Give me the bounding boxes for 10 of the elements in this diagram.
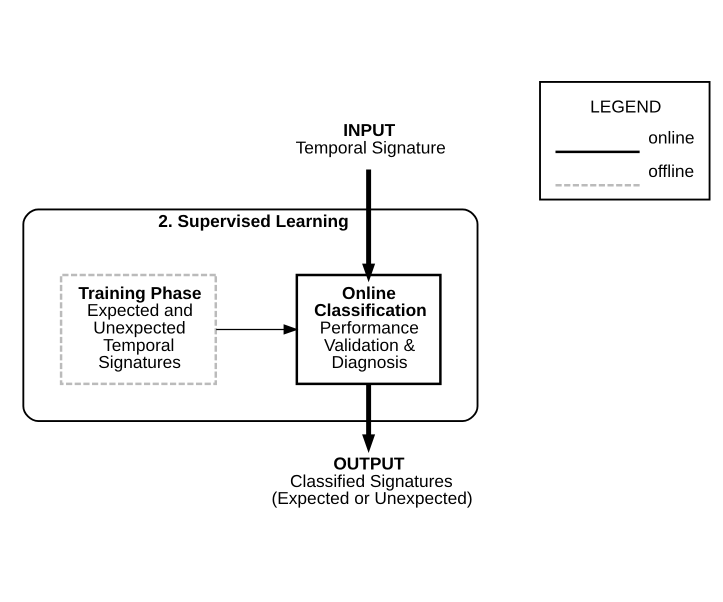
label: LEGEND (590, 96, 662, 117)
legend-label: online (648, 127, 695, 148)
node-box: Training Phase Expected and Unexpected Temporal Signatures (60, 274, 218, 386)
node-text: INPUT Temporal Signature (296, 120, 446, 158)
arrow (362, 384, 376, 453)
node-box: Online Classification Performance Validation & Diagnosis (296, 274, 442, 386)
arrow (362, 169, 376, 282)
node-text: OUTPUT Classified Signatures (Expected or Unexpected) (271, 454, 473, 508)
legend-label: offline (648, 160, 694, 181)
arrow (216, 324, 298, 335)
